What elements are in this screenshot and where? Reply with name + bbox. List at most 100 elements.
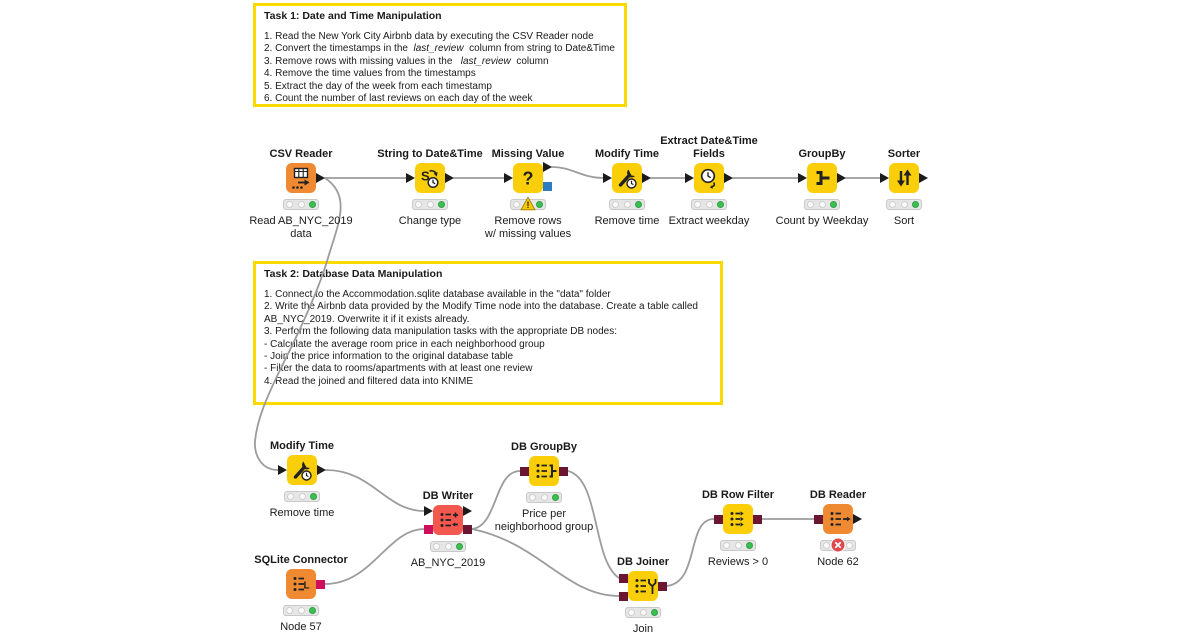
traffic-light — [430, 541, 466, 552]
input-port-triangle[interactable] — [880, 173, 889, 183]
status-dot — [297, 607, 305, 614]
annotation-title: Task 1: Date and Time Manipulation — [264, 10, 442, 22]
output-port-triangle[interactable] — [642, 173, 651, 183]
output-port-square[interactable] — [559, 466, 568, 476]
groupby-icon[interactable] — [807, 163, 837, 193]
db-joiner-icon[interactable] — [628, 571, 658, 601]
status-dot — [900, 201, 908, 208]
svg-text:!: ! — [527, 200, 530, 210]
input-port-square[interactable] — [424, 524, 433, 534]
traffic-light — [625, 607, 661, 618]
input-port-square[interactable] — [714, 514, 723, 524]
input-port-square[interactable] — [520, 466, 529, 476]
output-port-square[interactable] — [543, 181, 552, 191]
traffic-light — [283, 605, 319, 616]
output-port-square[interactable] — [658, 581, 667, 591]
node-sublabel: Remove rows w/ missing values — [484, 215, 572, 240]
output-port-triangle[interactable] — [837, 173, 846, 183]
db-writer-icon[interactable] — [433, 505, 463, 535]
question-icon[interactable]: ? — [513, 163, 543, 193]
svg-text:?: ? — [523, 169, 534, 189]
node-sublabel: Sort — [893, 215, 915, 227]
db-groupby-icon[interactable] — [529, 456, 559, 486]
status-dot-green — [846, 542, 853, 549]
annotation-line: 4. Remove the time values from the times… — [264, 68, 616, 80]
status-dot — [889, 201, 896, 208]
annotation-task1[interactable]: Task 1: Date and Time Manipulation 1. Rea… — [253, 3, 627, 107]
annotation-italic-text: last_review — [413, 43, 464, 55]
svg-text:L: L — [304, 581, 310, 592]
input-port-square[interactable] — [814, 514, 823, 524]
input-port-square[interactable] — [619, 591, 628, 601]
wrench-clock-icon[interactable] — [287, 455, 317, 485]
output-port-triangle[interactable] — [317, 465, 326, 475]
status-dot — [823, 542, 830, 549]
annotation-text: 2. Convert the timestamps in the — [264, 43, 414, 55]
output-port-triangle[interactable] — [919, 173, 928, 183]
annotation-line: 2. Convert the timestamps in the last_re… — [264, 43, 616, 55]
input-port-triangle[interactable] — [798, 173, 807, 183]
input-port-triangle[interactable] — [504, 173, 513, 183]
node-title: DB Row Filter — [701, 488, 775, 501]
svg-text:S: S — [421, 169, 430, 184]
status-dot-green — [635, 201, 642, 208]
status-dot — [286, 201, 293, 208]
status-dot — [694, 201, 701, 208]
sqlite-l-icon[interactable]: L — [286, 569, 316, 599]
status-dot-green — [651, 609, 658, 616]
input-port-triangle[interactable] — [603, 173, 612, 183]
db-row-filter-icon[interactable] — [723, 504, 753, 534]
node-title: DB Writer — [422, 489, 474, 502]
status-dot-green — [912, 201, 919, 208]
annotation-line: 5. Extract the day of the week from each… — [264, 81, 616, 93]
status-dot — [297, 201, 305, 208]
node-title: Missing Value — [491, 147, 565, 160]
db-reader-icon[interactable] — [823, 504, 853, 534]
status-dot — [818, 201, 826, 208]
s-clock-icon[interactable]: S — [415, 163, 445, 193]
node-title: Modify Time — [595, 147, 659, 160]
warning-icon: ! — [520, 196, 536, 212]
status-dot-green — [536, 201, 543, 208]
annotation-text: column — [510, 55, 549, 67]
status-dot — [415, 201, 422, 208]
output-port-triangle[interactable] — [316, 173, 325, 183]
status-dot — [628, 609, 635, 616]
wrench-clock-icon[interactable] — [612, 163, 642, 193]
status-dot — [623, 201, 631, 208]
input-port-triangle[interactable] — [424, 506, 433, 516]
output-port-square[interactable] — [316, 579, 325, 589]
node-sublabel: Node 62 — [817, 556, 859, 568]
input-port-triangle[interactable] — [685, 173, 694, 183]
node-missing-value: Missing Value?! Remove rows w/ missing va… — [453, 148, 603, 241]
output-port-triangle[interactable] — [445, 173, 454, 183]
node-sublabel: Change type — [398, 215, 462, 227]
sort-icon[interactable] — [889, 163, 919, 193]
table-arrow-icon[interactable] — [286, 163, 316, 193]
traffic-light — [720, 540, 756, 551]
output-port-triangle[interactable] — [543, 162, 552, 172]
annotation-line: 1. Read the New York City Airbnb data by… — [264, 31, 616, 43]
status-dot-green — [309, 201, 316, 208]
output-port-square[interactable] — [753, 514, 762, 524]
traffic-light — [284, 491, 320, 502]
input-port-triangle[interactable] — [278, 465, 287, 475]
node-sublabel: Price per neighborhood group — [494, 508, 594, 533]
clock-arrow-icon[interactable] — [694, 163, 724, 193]
status-dot — [705, 201, 713, 208]
node-sublabel: Count by Weekday — [775, 215, 869, 227]
output-port-triangle[interactable] — [724, 173, 733, 183]
input-port-triangle[interactable] — [406, 173, 415, 183]
output-port-triangle[interactable] — [853, 514, 862, 524]
status-dot-green — [830, 201, 837, 208]
input-port-square[interactable] — [619, 573, 628, 583]
output-port-triangle[interactable] — [463, 506, 472, 516]
output-port-square[interactable] — [463, 524, 472, 534]
